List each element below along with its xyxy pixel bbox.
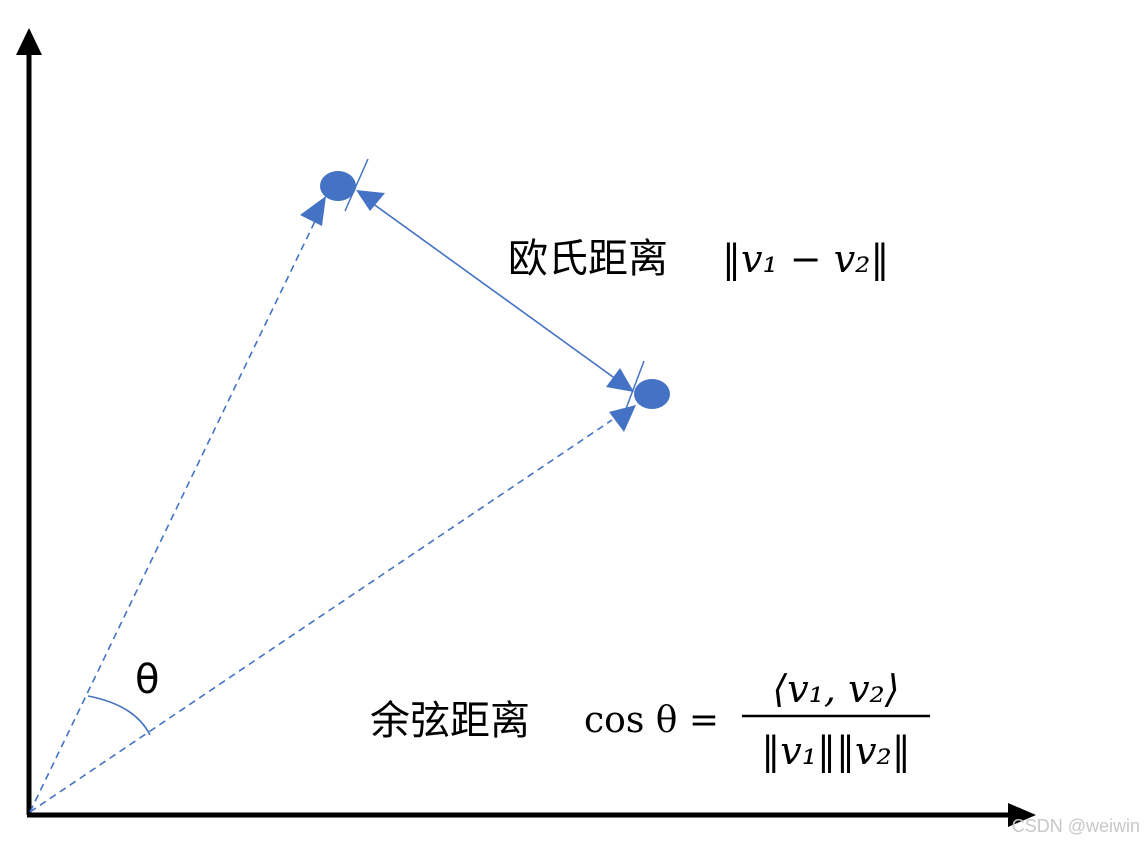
cosine-label: 余弦距离	[370, 698, 530, 744]
vector-v1-arrowhead	[300, 196, 326, 226]
watermark: CSDN @weiwin	[1012, 816, 1140, 836]
angle-arc	[87, 695, 151, 736]
x-axis-arrow-icon	[1008, 803, 1036, 827]
cosine-numerator: ⟨v₁, v₂⟩	[772, 667, 899, 711]
point-v2	[634, 379, 670, 409]
point-v2-tick	[623, 360, 645, 415]
point-v1-tick	[344, 158, 369, 212]
euclidean-formula: ‖v₁ − v₂‖	[722, 237, 889, 281]
vector-v1	[29, 214, 319, 813]
euclidean-arrowhead-top	[356, 190, 385, 211]
cosine-lhs: cos θ =	[584, 700, 719, 741]
euclidean-label: 欧氏距离	[508, 236, 668, 282]
angle-label: θ	[135, 657, 159, 703]
euclidean-distance-line	[371, 202, 621, 383]
euclidean-arrowhead-bottom	[606, 368, 634, 392]
cosine-denominator: ‖v₁‖‖v₂‖	[761, 729, 910, 773]
vector-v2-arrowhead	[609, 405, 636, 432]
vector-v2	[29, 419, 613, 813]
point-v1	[320, 171, 356, 201]
y-axis-arrow-icon	[16, 28, 42, 55]
